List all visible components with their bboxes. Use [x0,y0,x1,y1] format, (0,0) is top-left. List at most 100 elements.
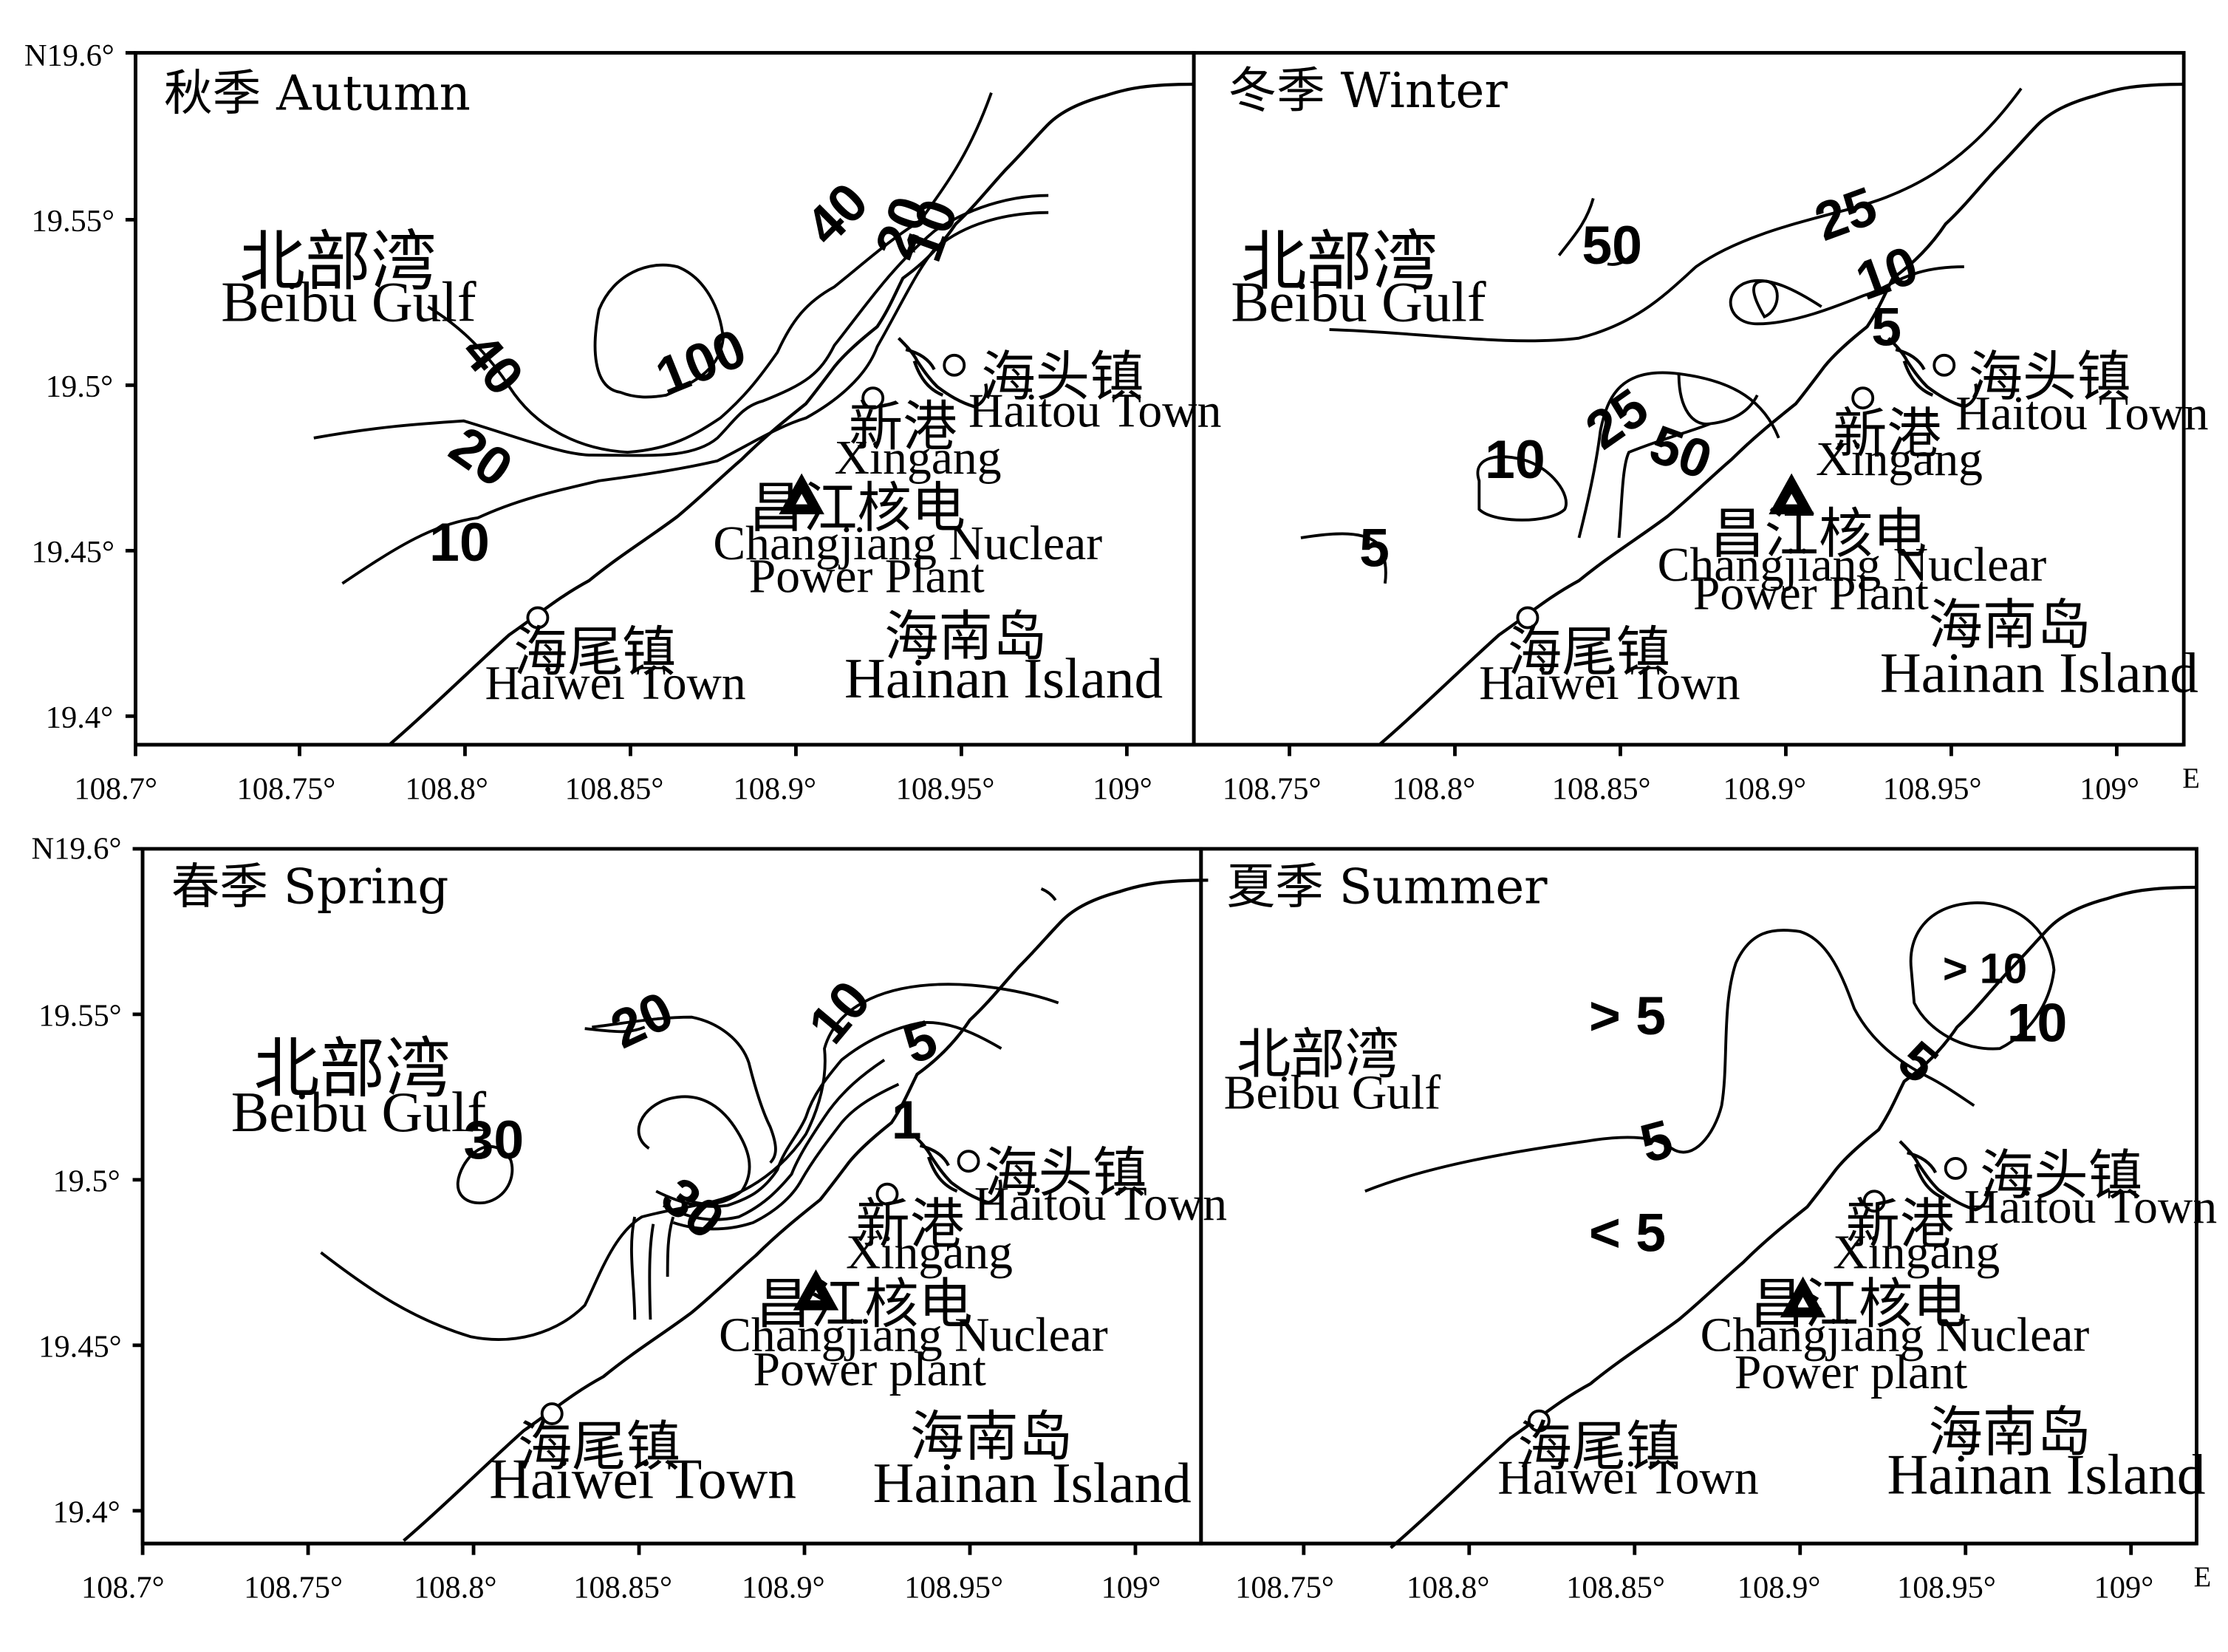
contour-line [1557,197,1637,266]
haitou-label-en: Haitou Town [1955,387,2208,440]
contour-label: 25 [1575,377,1659,461]
haitou-label-zh: 海头镇 [1980,1144,2142,1207]
x-tick-label: 108.95° [904,1571,1003,1605]
x-tick-label: 108.85° [1566,1571,1665,1605]
xingang-label-en: Xingang [1833,1226,2000,1280]
panel-winter: 冬季 Winter 50 25 10 5 25 50 10 5 北部湾 Beib… [1192,51,2209,744]
plant-label-en: Changjiang Nuclear [1701,1309,2090,1362]
contour-line [456,1145,514,1205]
x-tick-label: 108.95° [896,771,995,806]
x-axis-bottom: 108.7° 108.75° 108.8° 108.85° 108.9° 108… [81,1541,2212,1605]
x-tick-label: 108.9° [733,771,816,806]
contour-label: 10 [1485,429,1545,490]
x-tick-label: 108.95° [1897,1571,1996,1605]
contour-label: 10 [2007,993,2068,1054]
contour-label: 10 [429,512,490,573]
gulf-label-en: Beibu Gulf [231,1080,487,1144]
gulf-label-en: Beibu Gulf [1231,270,1486,333]
y-tick-label: 19.55° [31,204,115,239]
panel-title: 秋季 Autumn [164,66,471,122]
contour-label: 1 [892,1090,922,1150]
x-tick-label: 108.8° [414,1571,497,1605]
x-tick-label: 108.9° [742,1571,825,1605]
island-label-zh: 海南岛 [1929,1402,2091,1464]
contour-line [593,263,725,399]
gulf-label-zh: 北部湾 [1241,223,1438,299]
y-tick-label: 19.4° [52,1495,120,1529]
y-tick-label: 19.4° [46,700,113,735]
xingang-label-en: Xingang [1816,433,1983,486]
xingang-label-zh: 新港 [849,395,957,458]
x-axis-east-label: E [2194,1562,2212,1593]
haitou-label-en: Haitou Town [974,1178,1227,1231]
panel-title: 夏季 Summer [1227,859,1548,915]
x-tick-label: 108.95° [1883,771,1982,806]
y-tick-label: N19.6° [24,38,115,73]
island-label-en: Hainan Island [873,1451,1192,1515]
contour-label: 5 [1871,296,1901,357]
contour-line [1364,929,1975,1193]
x-tick-label: 108.9° [1737,1571,1821,1605]
plant-label-en: Changjiang Nuclear [713,517,1102,570]
contour-label: 30 [650,1166,735,1251]
haiwei-label-en: Haiwei Town [1497,1452,1758,1505]
contour-line [1752,279,1779,319]
y-axis-bottom: N19.6° 19.55° 19.5° 19.45° 19.4° [31,831,145,1544]
x-tick-label: 108.75° [237,771,336,806]
haiwei-label-en: Haiwei Town [1479,657,1740,710]
y-tick-label: N19.6° [31,831,121,866]
contour-label: > 5 [1589,986,1666,1046]
x-tick-label: 109° [2094,1571,2153,1605]
contour-line [655,1021,1002,1208]
haitou-label-en: Haitou Town [1964,1181,2217,1234]
contour-line [630,1216,675,1320]
panel-autumn: 秋季 Autumn 40 20 10 40 100 20 10 北部湾 Beib… [134,51,1221,744]
island-label-en: Hainan Island [1887,1443,2206,1506]
contour-line [1040,887,1057,901]
x-tick-label: 108.8° [1392,771,1476,806]
contour-label: 25 [1807,175,1884,253]
x-tick-label: 108.85° [565,771,664,806]
contour-line [1300,532,1387,584]
haiwei-label-zh: 海尾镇 [518,1416,680,1478]
gulf-label-en: Beibu Gulf [1224,1066,1441,1119]
contour-label: 5 [1359,518,1390,578]
panel-summer: 夏季 Summer > 10 > 5 10 5 5 < 5 北部湾 Beibu … [1199,847,2217,1548]
gulf-label-zh: 北部湾 [254,1031,451,1107]
x-tick-label: 109° [2080,771,2139,806]
island-label-zh: 海南岛 [1929,594,2091,657]
contour-line [637,1095,751,1206]
contour-line [584,1015,777,1164]
y-tick-label: 19.45° [38,1329,122,1364]
plant-label-zh: 昌江核电 [1750,1273,1966,1336]
x-axis-east-label: E [2182,763,2200,794]
contour-label: 20 [602,980,683,1060]
contour-label: < 5 [1589,1202,1666,1263]
gulf-label-zh: 北部湾 [1237,1023,1399,1086]
haitou-label-zh: 海头镇 [981,346,1144,409]
xingang-label-en: Xingang [846,1226,1013,1280]
xingang-label-zh: 新港 [1833,403,1941,465]
y-tick-label: 19.5° [46,369,113,404]
haitou-label-zh: 海头镇 [1969,346,2131,409]
plant-label-en: Changjiang Nuclear [1658,539,2047,592]
haiwei-label-zh: 海尾镇 [1517,1416,1680,1478]
haiwei-label-zh: 海尾镇 [513,621,676,684]
island-label-zh: 海南岛 [910,1406,1073,1469]
haitou-label-zh: 海头镇 [984,1141,1147,1204]
contour-line [1617,373,1759,539]
island-label-zh: 海南岛 [884,605,1047,668]
x-tick-label: 109° [1093,771,1152,806]
panel-title: 春季 Spring [171,859,449,915]
x-tick-label: 108.7° [74,771,157,806]
y-tick-label: 19.45° [31,535,115,570]
plant-label-en: Power plant [1735,1346,1967,1399]
contour-label: 30 [464,1110,524,1170]
x-tick-label: 108.75° [1223,771,1322,806]
contour-line [1577,371,1780,539]
xingang-label-en: Xingang [835,431,1002,485]
plant-label-zh: 昌江核电 [749,477,966,540]
contour-label: 5 [896,1008,945,1076]
haiwei-label-en: Haiwei Town [489,1447,796,1510]
